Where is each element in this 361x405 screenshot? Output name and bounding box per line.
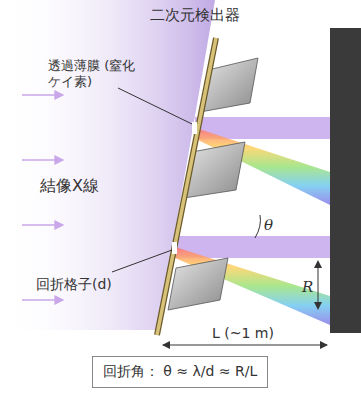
detector-label: 二次元検出器: [150, 6, 240, 24]
grating-label: 回折格子(d): [36, 276, 112, 293]
angle-symbol: θ: [264, 216, 273, 234]
length-label: L (~1 m): [212, 325, 274, 342]
formula-box: 回折角： θ ≈ λ/d ≈ R/L: [92, 356, 268, 388]
membrane-label: 透過薄膜 (窒化ケイ素): [48, 58, 136, 89]
distance-symbol: R: [302, 278, 313, 296]
formula-text: 回折角： θ ≈ λ/d ≈ R/L: [103, 363, 257, 381]
xray-label: 結像X線: [40, 176, 99, 195]
